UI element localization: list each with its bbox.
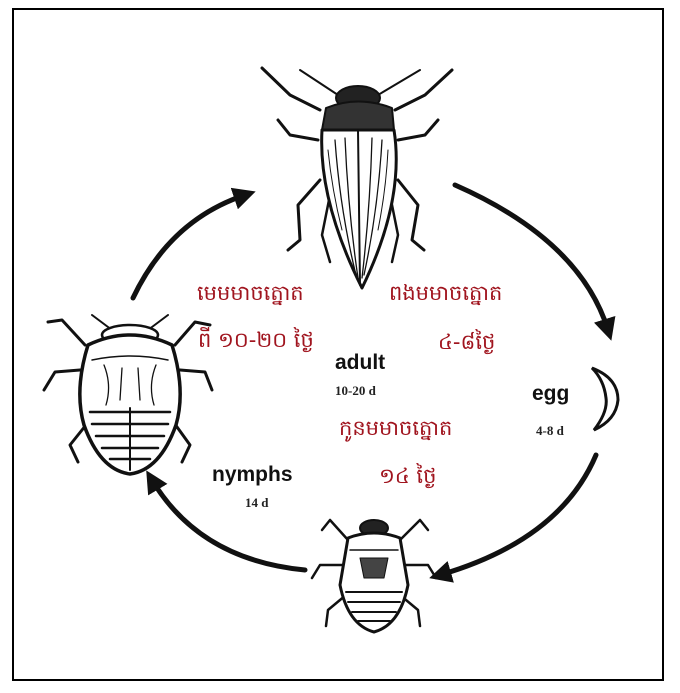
arrow-adult-to-egg: [455, 185, 608, 330]
nymphs-label: nymphs: [212, 464, 293, 485]
nymphs-duration: 14 d: [245, 496, 268, 509]
adult-label: adult: [335, 352, 385, 373]
egg-label: egg: [532, 383, 569, 404]
khmer-adult-duration: ពី ១០-២០ ថ្ងៃ: [198, 330, 314, 351]
egg-duration: 4-8 d: [536, 424, 564, 437]
khmer-egg-label: ពងមមាចត្នោត: [389, 283, 502, 304]
large-nymph-icon: [44, 315, 212, 474]
khmer-egg-duration: ៤-៨ថ្ងៃ: [438, 332, 495, 353]
khmer-nymph-label: កូនមមាចត្នោត: [339, 418, 452, 439]
khmer-adult-label: មេមមាចត្នោត: [197, 283, 304, 304]
khmer-nymph-duration: ១៤ ថ្ងៃ: [379, 466, 436, 487]
egg-icon: [592, 368, 618, 430]
adult-insect-icon: [262, 68, 452, 288]
adult-duration: 10-20 d: [335, 384, 376, 397]
small-nymph-icon: [312, 520, 436, 632]
arrow-nymph-to-large-nymph: [152, 480, 305, 570]
arrow-egg-to-nymph: [440, 455, 596, 575]
